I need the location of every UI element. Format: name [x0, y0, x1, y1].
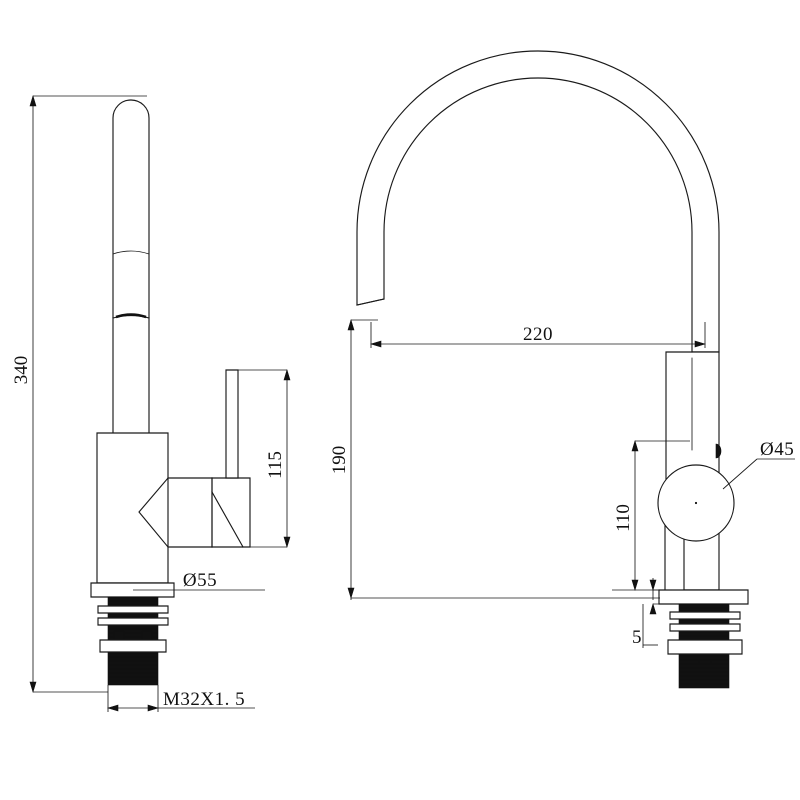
- dimension-5: [642, 578, 672, 648]
- dim-340-label: 340: [11, 356, 32, 385]
- dim-220-label: 220: [523, 324, 553, 345]
- dim-d45-label: Ø45: [760, 439, 794, 460]
- dimension-115: [232, 368, 291, 549]
- side-handle-underside-bevel: [211, 491, 244, 548]
- side-spout-neck: [112, 99, 150, 436]
- front-deck-flange: [658, 589, 749, 605]
- side-view-group: 340 115 Ø55 M32X1: [11, 94, 291, 712]
- side-body-block: [96, 432, 169, 584]
- side-washer-upper: [97, 605, 169, 614]
- dimension-d45: [722, 458, 795, 490]
- dim-5-label: 5: [632, 627, 642, 648]
- dim-m32-label: M32X1. 5: [163, 689, 245, 710]
- dim-110-label: 110: [613, 504, 634, 532]
- dimension-340: [29, 94, 147, 694]
- front-handle-nub: [715, 443, 722, 459]
- side-locknut-body: [99, 639, 167, 653]
- dimension-190: [347, 318, 660, 600]
- front-spout-tip-edge: [356, 298, 385, 306]
- front-washer-lower: [669, 623, 741, 632]
- side-neck-divider-upper: [112, 250, 150, 255]
- side-valve-wedge: [138, 477, 169, 548]
- front-washer-upper: [669, 611, 741, 620]
- side-neck-ring-band: [115, 313, 147, 319]
- dimension-220: [369, 322, 707, 348]
- front-locknut-mark: [698, 659, 712, 665]
- front-gooseneck-spout: [356, 50, 720, 353]
- front-circle-centre-mark: [694, 501, 698, 505]
- dim-190-label: 190: [329, 446, 350, 475]
- side-lever-stem: [225, 369, 239, 479]
- side-deck-flange: [90, 582, 175, 598]
- dim-115-label: 115: [265, 451, 286, 479]
- dimension-m32: [106, 685, 255, 712]
- side-washer-lower: [97, 617, 169, 626]
- front-view-group: 220 190 110: [329, 50, 795, 689]
- side-handle-mount: [211, 477, 251, 548]
- dimension-110: [612, 439, 690, 592]
- front-locknut-body: [667, 639, 743, 655]
- dim-d55-label: Ø55: [183, 570, 217, 591]
